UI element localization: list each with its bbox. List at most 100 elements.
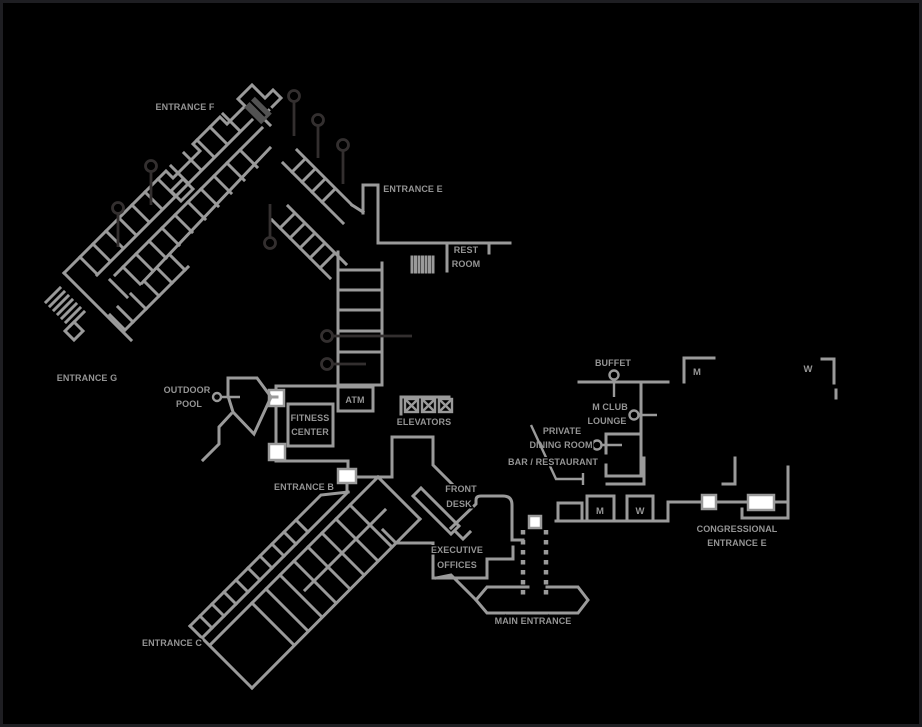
executive-offices-walls	[380, 527, 515, 580]
lobby-west-wall	[390, 435, 455, 487]
wing-f-room-ticks-outer	[115, 252, 188, 325]
front-desk-counter	[410, 485, 473, 542]
corridor-rails	[336, 250, 384, 389]
entrance-c-label: ENTRANCE C	[142, 638, 202, 648]
pool-fitness-area: OUTDOOR POOL FITNESS CENTER	[162, 376, 350, 471]
restroom-men-label: M	[596, 506, 604, 517]
wing-f-corridor-stair	[168, 176, 196, 204]
congressional-area: M W CONGRESSIONAL ENTRANCE E	[554, 456, 790, 550]
wing-c-end-caps	[187, 474, 423, 691]
entrance-e-doorway	[361, 183, 380, 245]
survey-marker-icon	[320, 357, 334, 371]
elevator-bracket-wall	[399, 395, 451, 416]
entrance-b-label: ENTRANCE B	[274, 482, 334, 492]
upper-connector-ticks	[289, 156, 338, 205]
outdoor-pool-label-line2: POOL	[176, 399, 202, 409]
entrance-f-vestibule-door	[244, 96, 272, 125]
wing-f-connectors	[269, 147, 366, 281]
walkway-column-marker	[527, 514, 543, 530]
m-club-label-line2: LOUNGE	[587, 416, 626, 426]
fitness-south-wall	[274, 459, 350, 471]
site-marker-icon	[311, 113, 325, 127]
private-dining-label-line1: PRIVATE	[543, 426, 581, 436]
lobby-area: ENTRANCE B FRONT DESK EXECUTIVE OFFICES	[272, 435, 525, 580]
atm-kiosk	[336, 385, 375, 413]
fitness-label-line2: CENTER	[291, 427, 329, 437]
congressional-label-line2: ENTRANCE E	[707, 538, 767, 548]
elevator-icon	[437, 397, 454, 414]
wing-f-end-kiosk	[62, 319, 86, 343]
elevators-label: ELEVATORS	[397, 417, 451, 427]
private-dining-room-walls	[604, 432, 643, 478]
rest-room-label-line1: REST	[454, 245, 479, 255]
wing-c-mid-wall	[302, 507, 388, 593]
entrance-e-label: ENTRANCE E	[383, 184, 443, 194]
entrance-b-door-marker	[336, 467, 358, 485]
service-core	[336, 350, 384, 387]
outdoor-pool-label-line1: OUTDOOR	[164, 385, 211, 395]
wing-entrance-f: ENTRANCE F ENTRANCE G	[43, 82, 284, 385]
wing-entrance-c: ENTRANCE C	[140, 474, 479, 691]
corridor-door-frames	[605, 456, 790, 520]
corner-room-m-label: M	[693, 367, 701, 378]
entrance-g-label: ENTRANCE G	[57, 373, 118, 383]
front-desk-label-line2: DESK	[446, 499, 472, 509]
executive-offices-label-line1: EXECUTIVE	[431, 545, 483, 555]
wing-c-room-ticks-se	[249, 502, 395, 648]
restroom-block-walls	[554, 494, 790, 523]
front-desk-label-line1: FRONT	[445, 484, 477, 494]
private-dining-label-line2: DINING ROOM	[529, 440, 592, 450]
main-entrance-label: MAIN ENTRANCE	[495, 616, 572, 626]
survey-stick-lines	[333, 334, 412, 366]
restaurant-area: BUFFET M CLUB LOUNGE PRIVATE DINING ROOM…	[507, 356, 838, 485]
rest-room-stair-hatch	[410, 255, 435, 274]
walkway-column-dashes	[520, 530, 549, 598]
central-corridor: ATM	[320, 250, 412, 413]
entrance-e-area: ENTRANCE E REST ROOM	[361, 183, 512, 274]
corridor-room-rungs	[336, 268, 384, 333]
atm-label: ATM	[345, 395, 364, 405]
rest-room-label-line2: ROOM	[452, 259, 480, 269]
buffet-leader-dot	[608, 369, 620, 381]
entrance-b-wall	[345, 475, 394, 494]
site-marker-sticks	[116, 102, 345, 247]
executive-offices-label-line2: OFFICES	[437, 560, 477, 570]
corner-room-w-walls	[820, 357, 838, 400]
bar-restaurant-label: BAR / RESTAURANT	[508, 457, 598, 467]
site-marker-icon	[144, 159, 158, 173]
congressional-label-line1: CONGRESSIONAL	[697, 524, 778, 534]
wing-c-outer-nw-wall	[187, 490, 350, 629]
wing-f-room-ticks-se	[107, 147, 260, 300]
wing-f-room-ticks-nw	[77, 111, 243, 277]
congressional-door-marker	[746, 493, 776, 512]
lobby-east-wall	[448, 494, 525, 542]
bar-leader-line	[529, 424, 585, 485]
congressional-door-marker	[700, 493, 718, 511]
pool-leader-dot	[211, 391, 223, 403]
wing-f-end-cap	[61, 270, 134, 343]
buffet-label: BUFFET	[595, 358, 631, 368]
wing-f-stair-hatch	[43, 285, 87, 329]
site-marker-icon	[263, 236, 277, 250]
corner-room-w-label: W	[803, 364, 812, 375]
survey-marker-icon	[320, 329, 334, 343]
fitness-center-room	[286, 402, 335, 448]
porte-cochere-canopy	[474, 585, 590, 615]
elevator-icon	[403, 397, 420, 414]
wing-f-outer-nw-wall	[61, 82, 284, 276]
restroom-women-label: W	[635, 506, 644, 517]
elevator-x-glyphs	[404, 398, 453, 413]
m-club-leader-dot	[628, 409, 640, 421]
elevator-icon	[420, 397, 437, 414]
site-marker-icon	[287, 89, 301, 103]
wing-f-outer-se-wall	[107, 114, 273, 333]
m-club-label-line1: M CLUB	[592, 402, 628, 412]
wing-c-room-ticks-nw	[197, 517, 311, 631]
entrance-f-label: ENTRANCE F	[156, 102, 215, 112]
site-marker-icon	[111, 201, 125, 215]
fitness-label-line1: FITNESS	[291, 413, 330, 423]
site-markers	[111, 89, 350, 250]
